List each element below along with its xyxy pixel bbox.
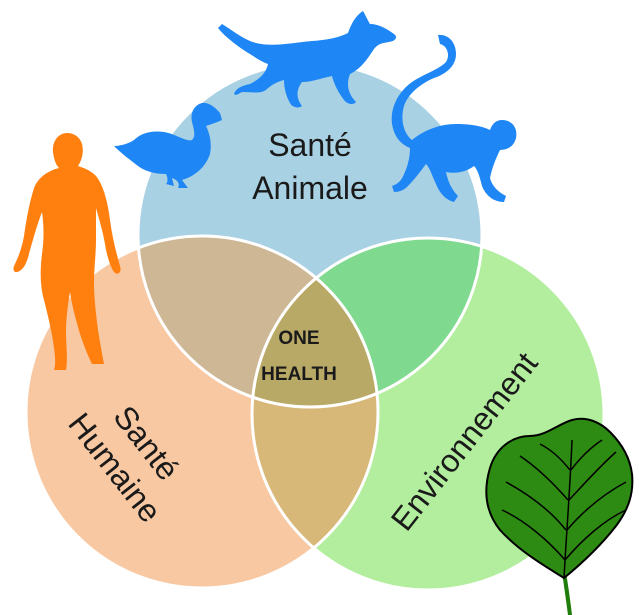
animal-health-label-line1: Santé [268, 127, 352, 163]
one-health-label-line1: ONE [278, 328, 319, 349]
leaf-icon [486, 419, 632, 615]
one-health-label-line2: HEALTH [261, 364, 337, 385]
animal-health-label-line2: Animale [252, 170, 368, 206]
